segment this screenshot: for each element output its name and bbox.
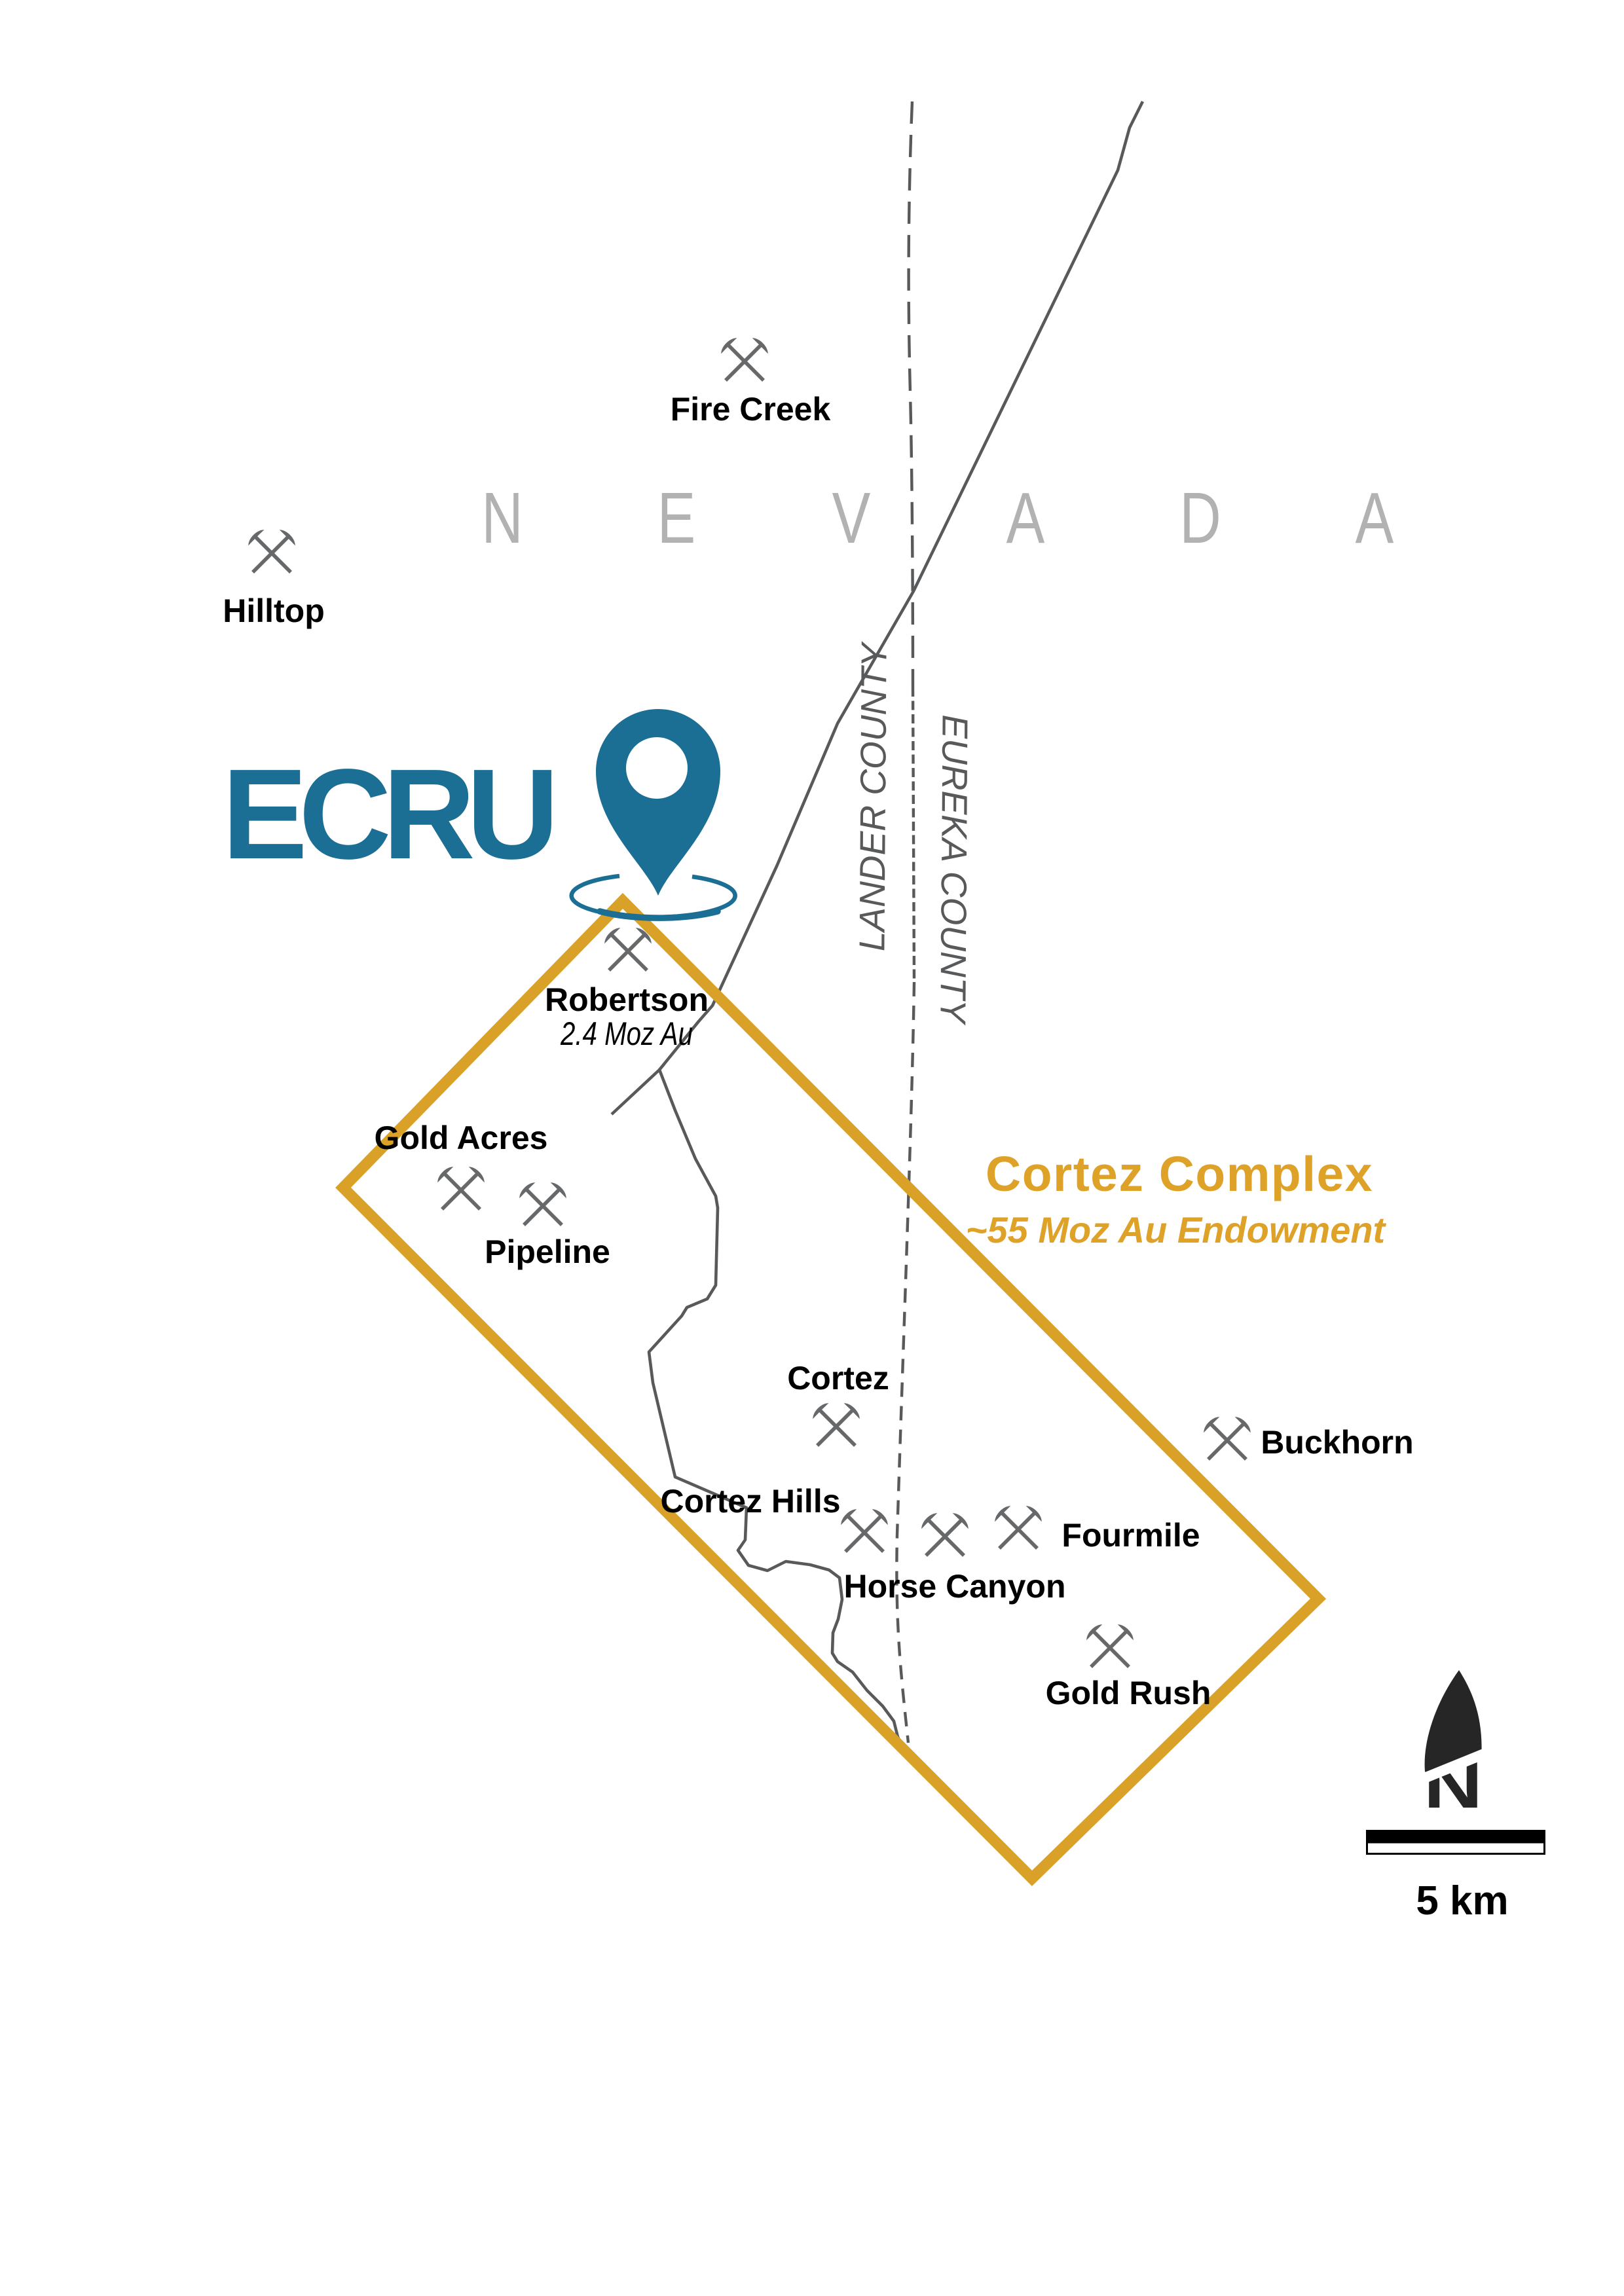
- svg-text:Fire Creek: Fire Creek: [671, 391, 831, 428]
- svg-text:EUREKA COUNTY: EUREKA COUNTY: [932, 714, 975, 1025]
- svg-text:LANDER COUNTY: LANDER COUNTY: [851, 641, 894, 951]
- svg-text:A: A: [1356, 479, 1394, 559]
- svg-text:V: V: [832, 479, 871, 559]
- svg-text:A: A: [1006, 479, 1045, 559]
- svg-text:Gold Rush: Gold Rush: [1046, 1675, 1211, 1711]
- svg-text:Gold Acres: Gold Acres: [375, 1120, 548, 1156]
- svg-text:5 km: 5 km: [1416, 1878, 1508, 1923]
- svg-text:ECRU: ECRU: [222, 742, 551, 886]
- svg-text:D: D: [1179, 479, 1221, 559]
- svg-text:Robertson: Robertson: [545, 981, 709, 1018]
- svg-text:N: N: [481, 479, 523, 559]
- svg-text:Horse Canyon: Horse Canyon: [844, 1568, 1066, 1605]
- svg-text:E: E: [657, 479, 696, 559]
- svg-text:Cortez Complex: Cortez Complex: [986, 1146, 1373, 1201]
- svg-text:2.4 Moz Au: 2.4 Moz Au: [560, 1015, 693, 1052]
- svg-text:Hilltop: Hilltop: [223, 592, 325, 629]
- svg-text:Pipeline: Pipeline: [485, 1233, 610, 1270]
- svg-text:Cortez Hills: Cortez Hills: [660, 1483, 840, 1520]
- svg-text:Cortez: Cortez: [787, 1360, 889, 1396]
- svg-text:~55 Moz Au Endowment: ~55 Moz Au Endowment: [966, 1209, 1387, 1250]
- svg-text:Buckhorn: Buckhorn: [1261, 1424, 1413, 1461]
- svg-text:Fourmile: Fourmile: [1061, 1517, 1200, 1554]
